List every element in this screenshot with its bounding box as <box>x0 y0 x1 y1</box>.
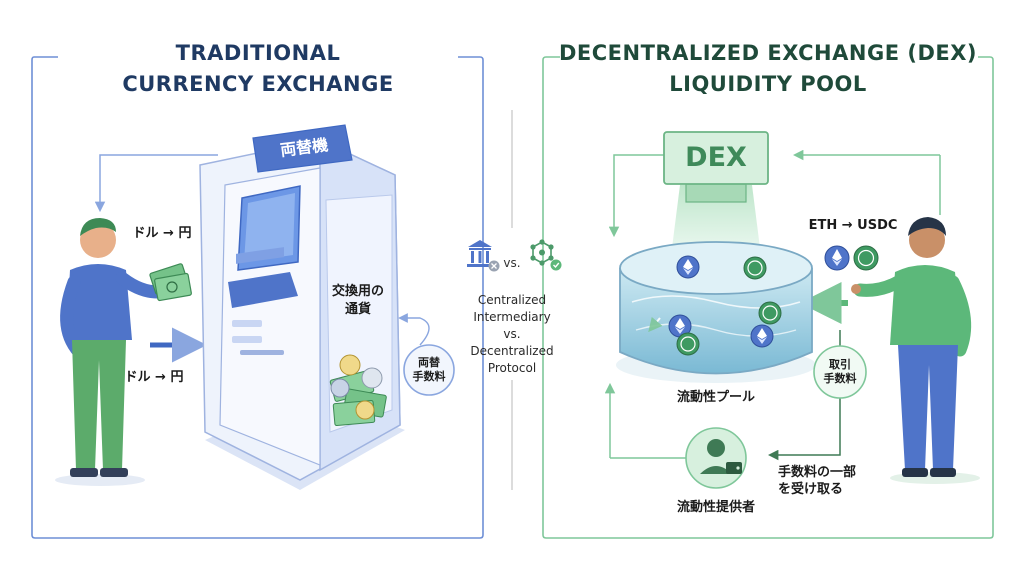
wallet-icon <box>726 462 742 474</box>
caption-line2: Intermediary <box>473 310 551 324</box>
left-return-arrow <box>94 154 218 213</box>
pool-label: 流動性プール <box>676 390 755 405</box>
left-title-line2: CURRENCY EXCHANGE <box>122 72 394 96</box>
pool-left-loop-arrow <box>608 154 664 238</box>
exchange-machine-illustration <box>199 124 405 490</box>
flow-label-top: ドル → 円 <box>132 226 192 241</box>
swap-label: ETH → USDC <box>808 218 898 233</box>
comparison-caption: Centralized Intermediary vs. Decentraliz… <box>452 292 572 377</box>
exchange-cash-label-line2: 通貨 <box>344 302 371 317</box>
liquidity-provider-avatar <box>685 427 747 489</box>
reward-label-line2: を受け取る <box>778 482 844 497</box>
eth-token-icon <box>824 245 850 271</box>
trading-fee-label-line1: 取引 <box>829 358 851 371</box>
usdc-token-icon <box>743 256 767 280</box>
provider-label: 流動性提供者 <box>676 500 755 515</box>
usdc-token-icon <box>676 332 700 356</box>
bank-icon <box>467 240 500 272</box>
reward-label: 手数料の一部 を受け取る <box>778 464 882 498</box>
flow-label-bottom: ドル → 円 <box>124 370 184 385</box>
dex-box <box>663 131 769 185</box>
caption-line5: Protocol <box>487 361 537 375</box>
left-person-illustration <box>55 218 192 486</box>
left-title-line1: TRADITIONAL <box>175 41 341 65</box>
dex-box-label: DEX <box>685 142 747 173</box>
eth-token-icon <box>750 324 774 348</box>
liquidity-pool-illustration <box>616 241 816 383</box>
network-protocol-icon <box>530 239 562 271</box>
banknotes-pile-icon <box>329 354 387 427</box>
left-panel-title: TRADITIONAL CURRENCY EXCHANGE <box>58 38 458 100</box>
caption-line1: Centralized <box>477 293 547 307</box>
caption-line3: vs. <box>503 327 521 341</box>
vs-label: vs. <box>503 256 521 270</box>
reward-label-line1: 手数料の一部 <box>778 465 857 480</box>
exchange-fee-label-line1: 両替 <box>418 356 440 369</box>
left-panel-frame <box>31 56 484 539</box>
usdc-token-icon <box>853 245 879 271</box>
trading-fee-label-line2: 手数料 <box>823 372 857 385</box>
trading-fee-badge <box>813 345 867 399</box>
trading-fee-label: 取引 手数料 <box>814 358 866 386</box>
usdc-token-icon <box>758 301 782 325</box>
exchange-fee-label: 両替 手数料 <box>404 356 454 384</box>
exchange-cash-label: 交換用の 通貨 <box>318 283 398 319</box>
caption-line4: Decentralized <box>470 344 554 358</box>
right-title-line2: LIQUIDITY POOL <box>669 72 867 96</box>
exchange-cash-label-line1: 交換用の <box>331 284 384 299</box>
right-title-line1: DECENTRALIZED EXCHANGE (DEX) <box>558 41 978 65</box>
machine-sign-board <box>252 124 353 173</box>
right-person-illustration <box>851 217 980 484</box>
exchange-fee-label-line2: 手数料 <box>412 370 446 383</box>
right-panel-title: DECENTRALIZED EXCHANGE (DEX) LIQUIDITY P… <box>548 38 988 100</box>
exchange-fee-badge <box>403 344 455 396</box>
eth-token-icon <box>676 255 700 279</box>
right-panel-frame <box>542 56 994 539</box>
eth-token-icon <box>668 314 692 338</box>
fee-loop-arrow <box>398 313 430 346</box>
